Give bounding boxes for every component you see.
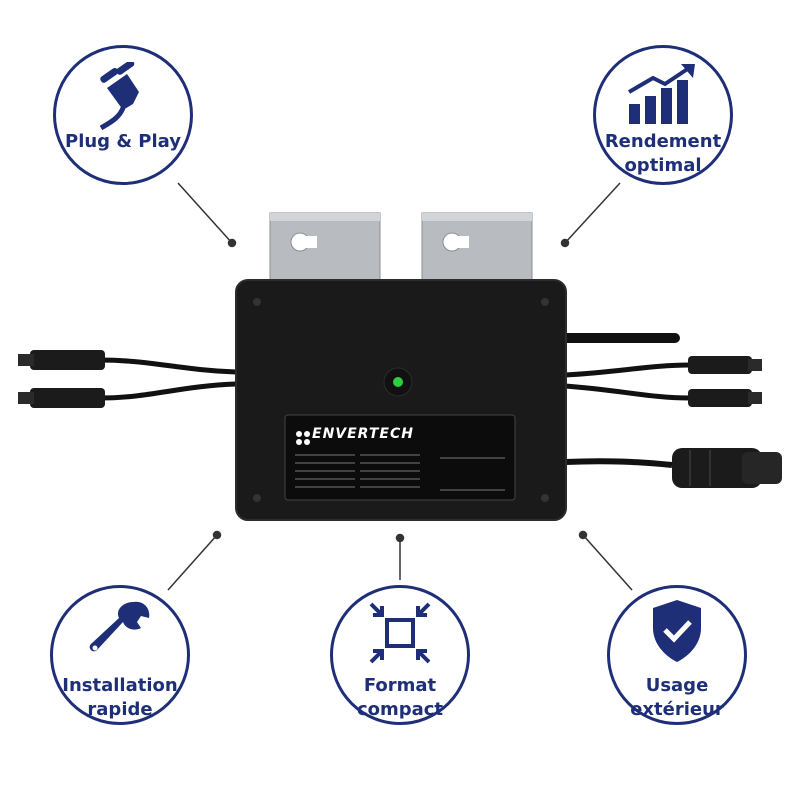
shield-check-icon	[653, 600, 701, 662]
feature-label-outdoor-2: extérieur	[630, 699, 724, 720]
feature-plug-and-play: Plug & Play	[53, 45, 193, 185]
feature-rendement-optimal: Rendement optimal	[593, 45, 733, 185]
compress-arrows-icon	[369, 602, 431, 664]
ac-output-cables	[564, 356, 782, 488]
brand-wordmark: ENVERTECH	[312, 426, 414, 442]
feature-label-install-2: rapide	[87, 699, 153, 720]
feature-label-yield-2: optimal	[624, 155, 702, 176]
feature-label-yield-1: Rendement	[604, 131, 722, 152]
feature-label-plug: Plug & Play	[65, 131, 181, 152]
inverter-body	[235, 279, 567, 521]
feature-usage-exterieur: Usage extérieur	[607, 585, 747, 725]
feature-format-compact: Format compact	[330, 585, 470, 725]
feature-installation-rapide: Installation rapide	[50, 585, 190, 725]
antenna	[548, 333, 680, 343]
plug-icon	[99, 62, 139, 131]
feature-label-outdoor-1: Usage	[645, 675, 709, 696]
dc-input-cables	[18, 350, 237, 408]
mounting-bracket-left	[269, 212, 381, 284]
feature-label-compact-1: Format	[363, 675, 437, 696]
rising-bar-chart-icon	[627, 64, 695, 124]
feature-label-install-1: Installation	[62, 675, 178, 696]
wrench-icon	[89, 601, 150, 652]
feature-label-compact-2: compact	[356, 699, 444, 720]
status-led	[393, 377, 403, 387]
mounting-bracket-right	[421, 212, 533, 284]
